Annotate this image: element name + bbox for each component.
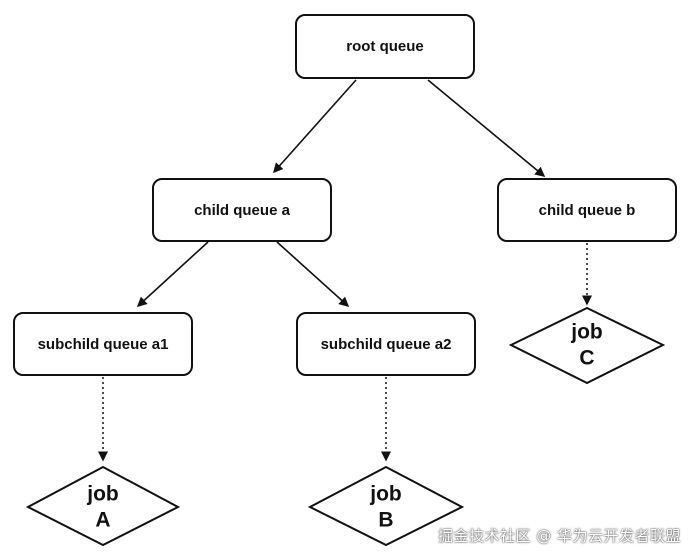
job-c-diamond: job C [508,306,666,385]
job-b-label-line2: B [378,509,393,532]
edge-root-to-child-a [273,79,357,174]
edge-child-a-to-subchild-a1 [136,241,209,308]
node-child-queue-b: child queue b [497,178,677,242]
node-subchild-queue-a1: subchild queue a1 [13,312,193,376]
edge-child-a-to-subchild-a2 [276,241,350,308]
node-child-queue-b-label: child queue b [539,202,636,219]
job-c-label-line1: job [570,321,603,344]
job-a-label-line1: job [86,483,119,506]
job-c-label-line2: C [579,347,594,370]
job-b-diamond: job B [307,465,465,547]
job-a-diamond: job A [25,465,181,547]
node-child-queue-a: child queue a [152,178,332,242]
node-subchild-queue-a2: subchild queue a2 [296,312,476,376]
watermark-text: 掘金技术社区 @ 华为云开发者联盟 [437,527,681,545]
edges [98,79,592,462]
node-subchild-queue-a2-label: subchild queue a2 [321,336,452,353]
node-root-queue-label: root queue [346,38,424,55]
node-subchild-queue-a1-label: subchild queue a1 [38,336,169,353]
job-b-label-line1: job [369,483,402,506]
node-root-queue: root queue [295,14,475,79]
node-child-queue-a-label: child queue a [194,202,291,219]
edge-root-to-child-b [427,79,546,177]
job-a-label-line2: A [95,509,110,532]
